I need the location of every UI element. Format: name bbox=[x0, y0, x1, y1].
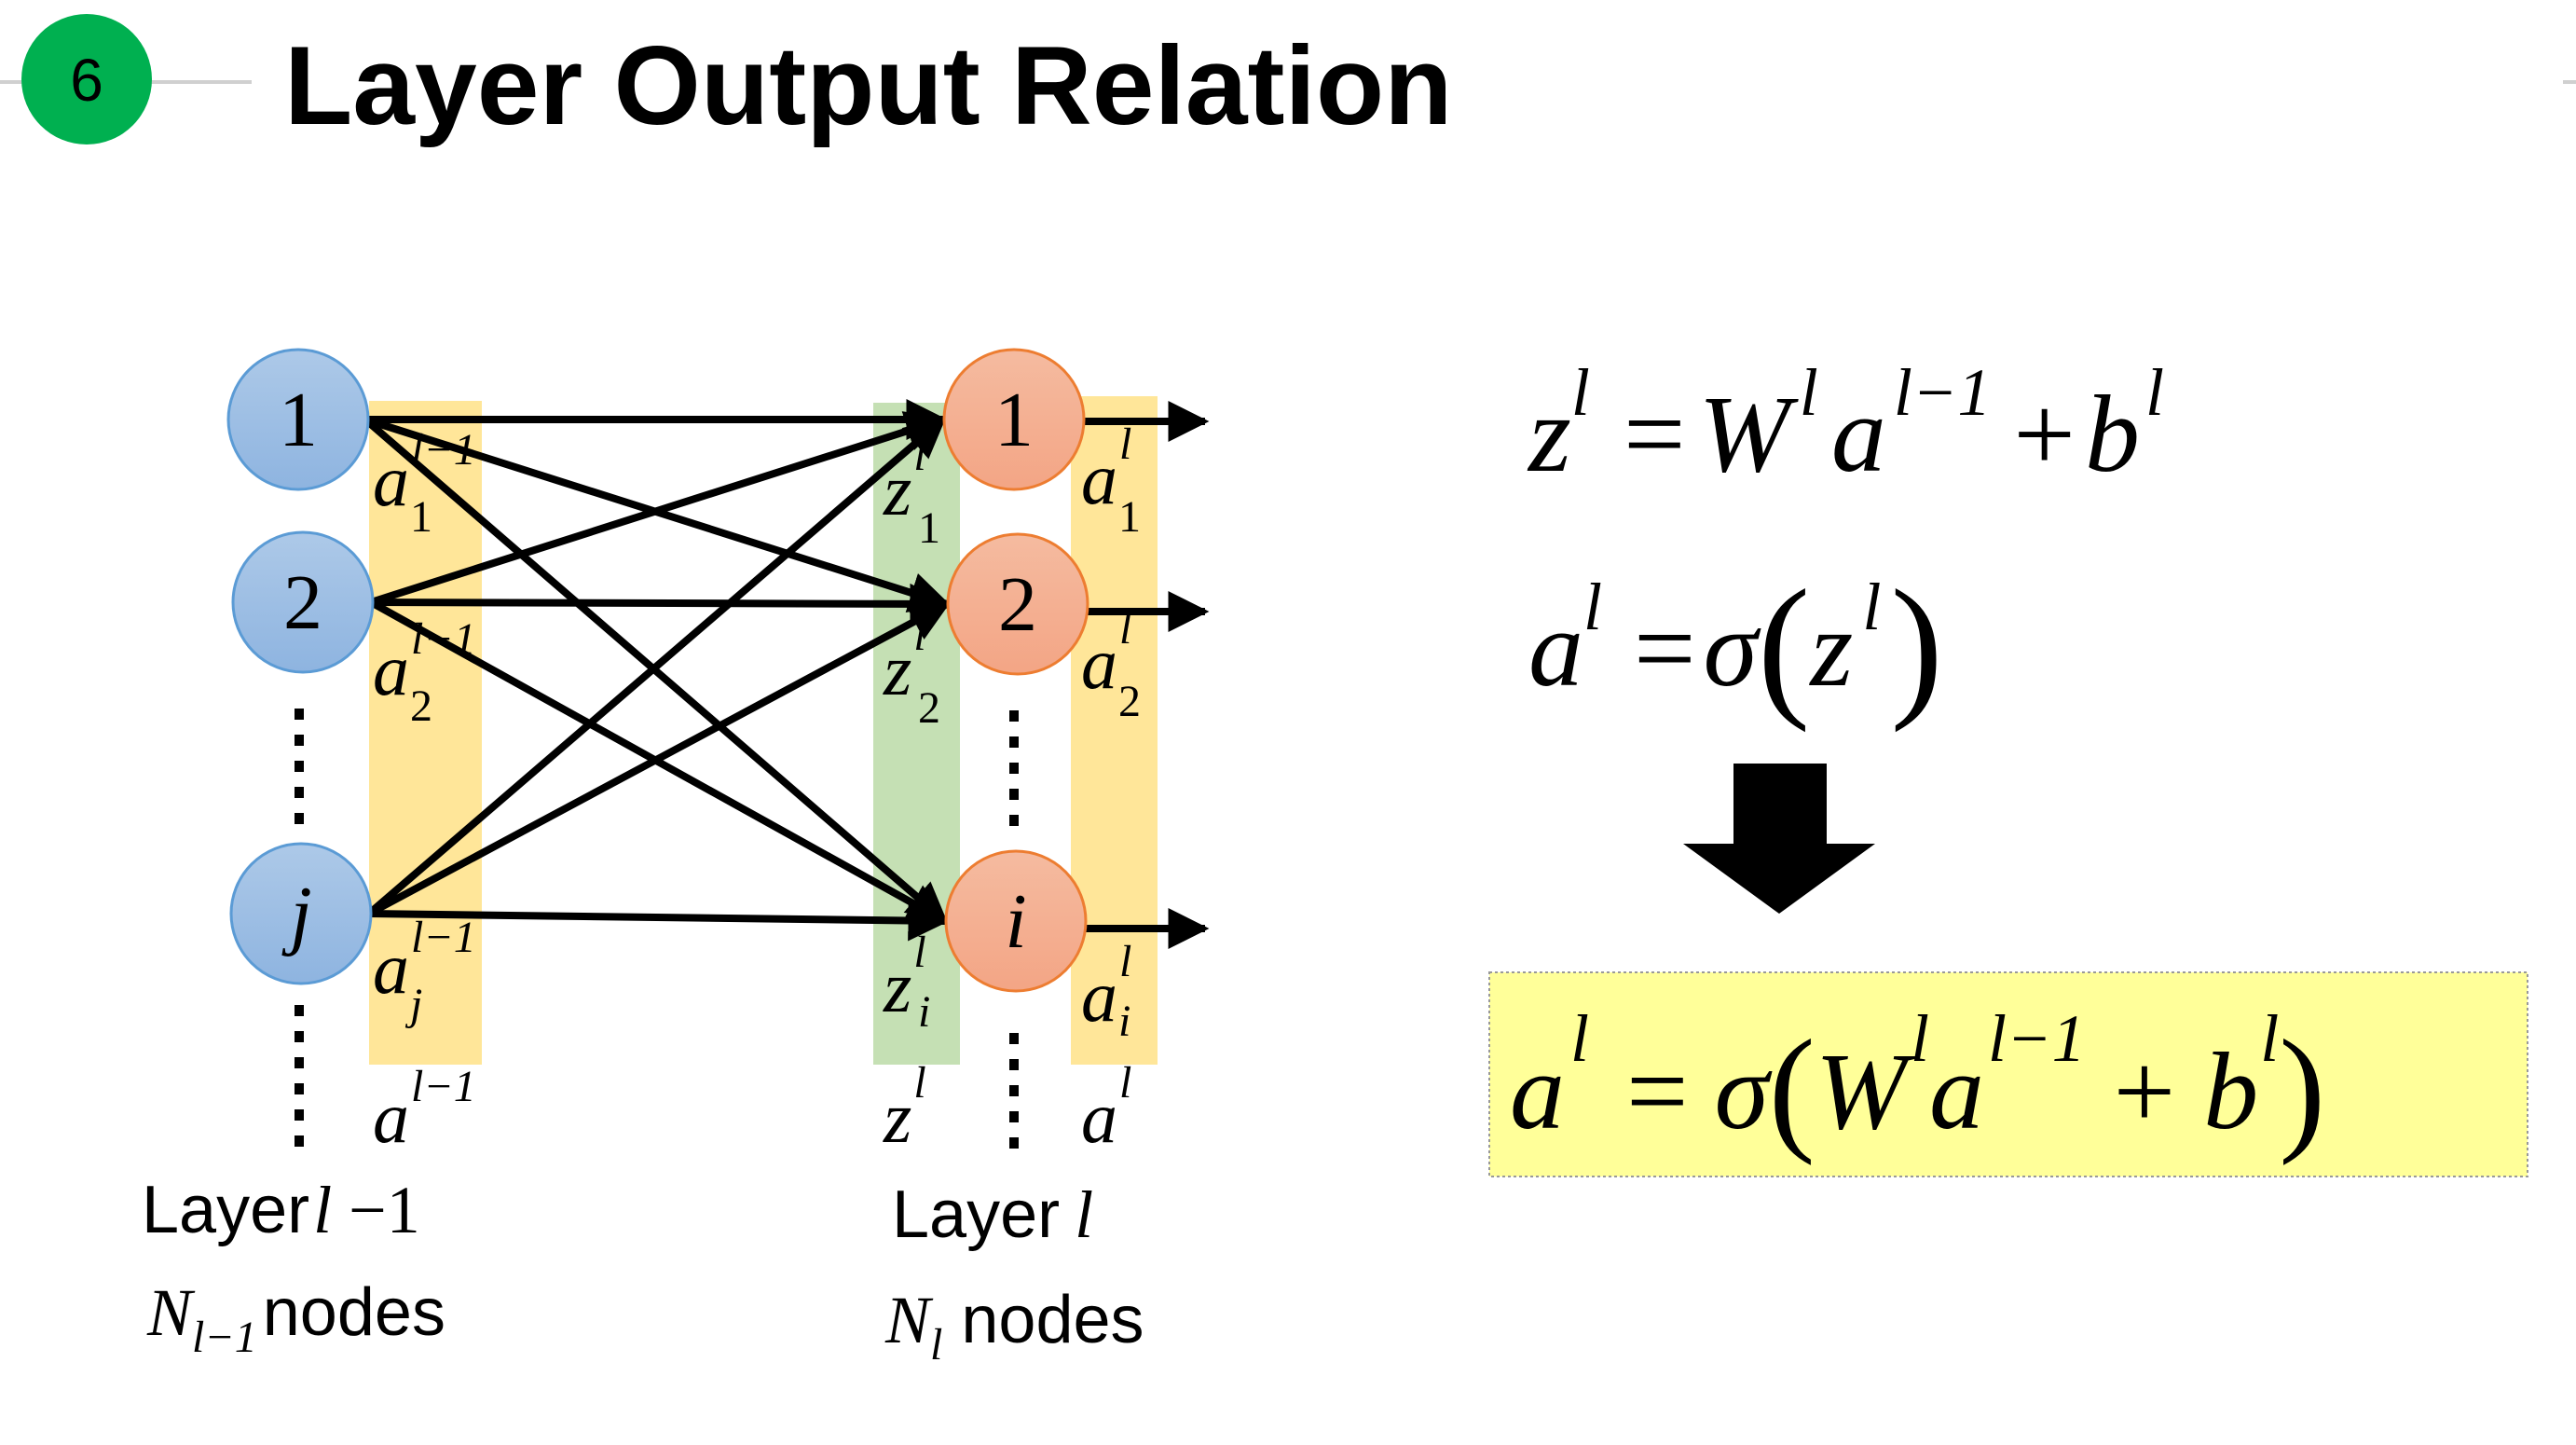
edge-3-3 bbox=[368, 900, 950, 942]
output-node-1: 1 bbox=[942, 348, 1086, 491]
edge-3-1 bbox=[366, 416, 947, 917]
label-a-vector: al bbox=[1081, 1058, 1131, 1158]
node-label: 1 bbox=[279, 377, 318, 463]
down-arrow-icon bbox=[1683, 764, 1875, 914]
caption-nodes-prev: Nl−1nodes bbox=[146, 1275, 445, 1362]
output-arrows bbox=[1084, 401, 1210, 949]
output-ellipsis-upper bbox=[1009, 710, 1019, 826]
input-activation-band bbox=[369, 401, 482, 1065]
output-activation-band bbox=[1071, 396, 1158, 1065]
edge-2-2 bbox=[370, 583, 952, 625]
slide-title: Layer Output Relation bbox=[284, 23, 1452, 148]
slide-number: 6 bbox=[70, 47, 103, 114]
result-box bbox=[1488, 971, 2528, 1177]
edge-2-1 bbox=[369, 411, 948, 606]
input-node-1: 1 bbox=[226, 348, 370, 491]
node-label: 2 bbox=[998, 561, 1037, 648]
input-ellipsis-lower bbox=[295, 1005, 304, 1147]
caption-layer-prev: Layerl −1 bbox=[142, 1173, 420, 1247]
connection-edges bbox=[363, 399, 952, 942]
label-z-vector: zl bbox=[883, 1058, 926, 1158]
node-label: 1 bbox=[994, 377, 1034, 463]
output-node-2: 2 bbox=[946, 532, 1089, 676]
slide-number-badge bbox=[21, 14, 152, 144]
node-label: 2 bbox=[283, 559, 322, 646]
node-label: i bbox=[1005, 878, 1026, 965]
output-node-i: i bbox=[944, 849, 1088, 993]
label-a-prev-vector: al−1 bbox=[373, 1062, 476, 1158]
input-node-2: 2 bbox=[231, 530, 375, 674]
input-node-j: j bbox=[229, 842, 373, 985]
result-equation: al=σ(Wlal−1+bl) bbox=[1510, 1001, 2325, 1166]
input-ellipsis-upper bbox=[295, 709, 304, 824]
edge-3-2 bbox=[367, 600, 951, 917]
output-ellipsis-lower bbox=[1009, 1033, 1019, 1149]
weighted-input-band bbox=[873, 403, 960, 1065]
